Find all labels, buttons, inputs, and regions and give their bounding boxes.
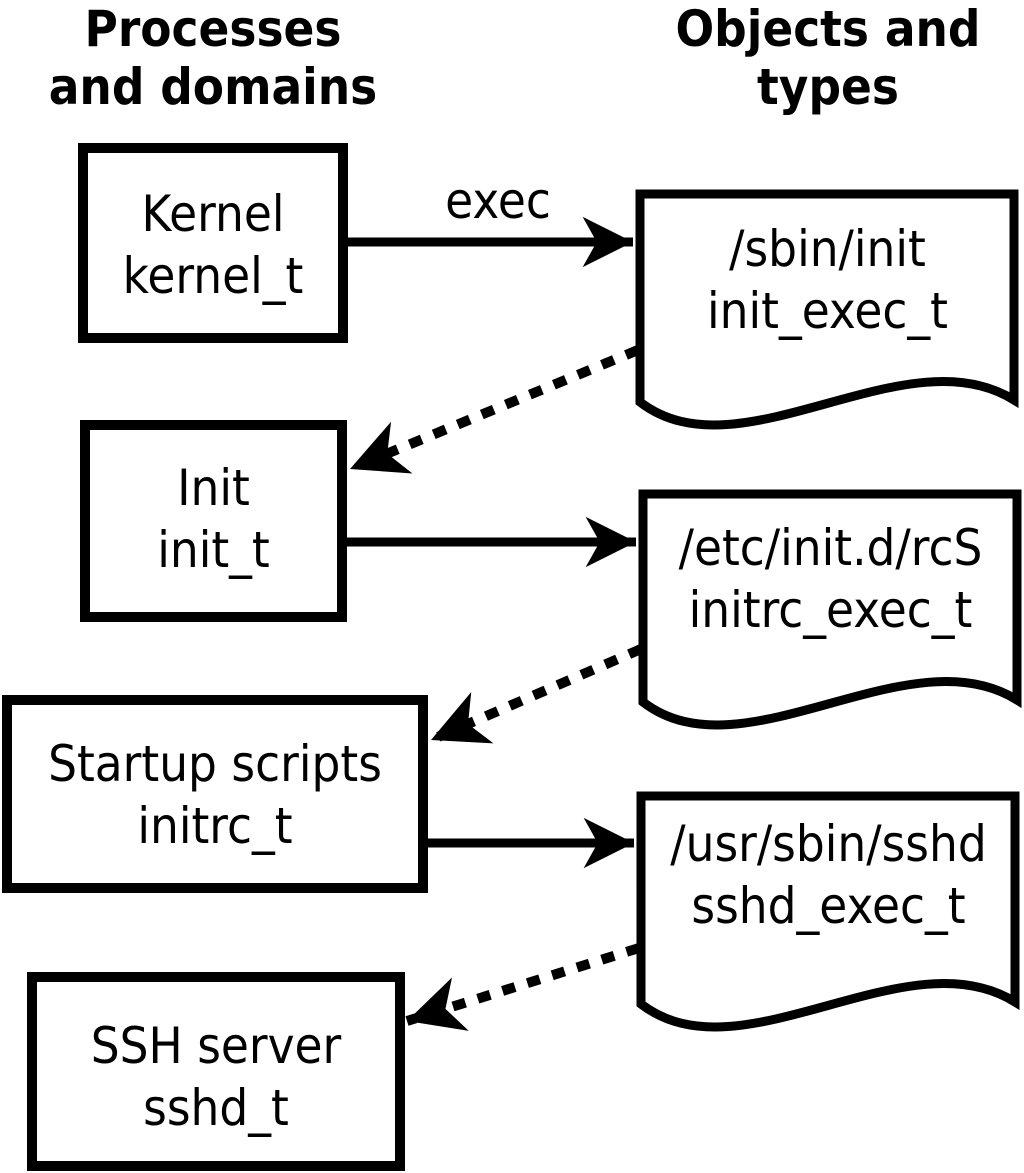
process-domain: init_t: [157, 521, 270, 579]
process-name: SSH server: [90, 1017, 342, 1075]
process-domain: kernel_t: [122, 247, 304, 305]
column-header-processes: Processes and domains: [39, 0, 387, 116]
transition-arrow-to-sshd-domain: [405, 943, 641, 1031]
column-header-objects-line2: types: [757, 58, 899, 116]
kernel-box-label: Kernel kernel_t: [90, 183, 336, 307]
object-path: /sbin/init: [729, 220, 926, 278]
transition-arrow-to-init-domain: [348, 345, 640, 474]
column-header-objects-line1: Objects and: [675, 0, 981, 58]
startup-scripts-box: [2, 695, 428, 893]
column-header-objects: Objects and types: [655, 0, 1001, 116]
process-domain: initrc_t: [137, 797, 293, 855]
exec-arrow-label: exec: [445, 172, 551, 230]
transition-arrow-to-initrc-domain: [429, 644, 643, 745]
process-name: Init: [177, 459, 250, 517]
init-box-label: Init init_t: [92, 457, 335, 581]
kernel-box: [78, 143, 348, 343]
object-type: init_exec_t: [706, 282, 949, 340]
process-name: Kernel: [141, 185, 285, 243]
process-domain: sshd_t: [143, 1079, 289, 1137]
process-name: Startup scripts: [48, 735, 382, 793]
column-header-processes-line2: and domains: [48, 58, 378, 116]
init-box: [80, 420, 347, 622]
object-type: initrc_exec_t: [688, 581, 973, 639]
ssh-server-box: [27, 972, 405, 1171]
object-type: sshd_exec_t: [691, 877, 966, 935]
column-header-processes-line1: Processes: [84, 0, 342, 58]
etc-initd-rcs-document-label: /etc/init.d/rcS initrc_exec_t: [656, 517, 1005, 641]
ssh-server-box-label: SSH server sshd_t: [44, 1015, 388, 1139]
object-path: /usr/sbin/sshd: [670, 815, 987, 873]
object-path: /etc/init.d/rcS: [678, 519, 983, 577]
usr-sbin-sshd-document-label: /usr/sbin/sshd sshd_exec_t: [654, 813, 1003, 937]
sbin-init-document-label: /sbin/init init_exec_t: [653, 218, 1002, 342]
startup-scripts-box-label: Startup scripts initrc_t: [21, 733, 409, 857]
